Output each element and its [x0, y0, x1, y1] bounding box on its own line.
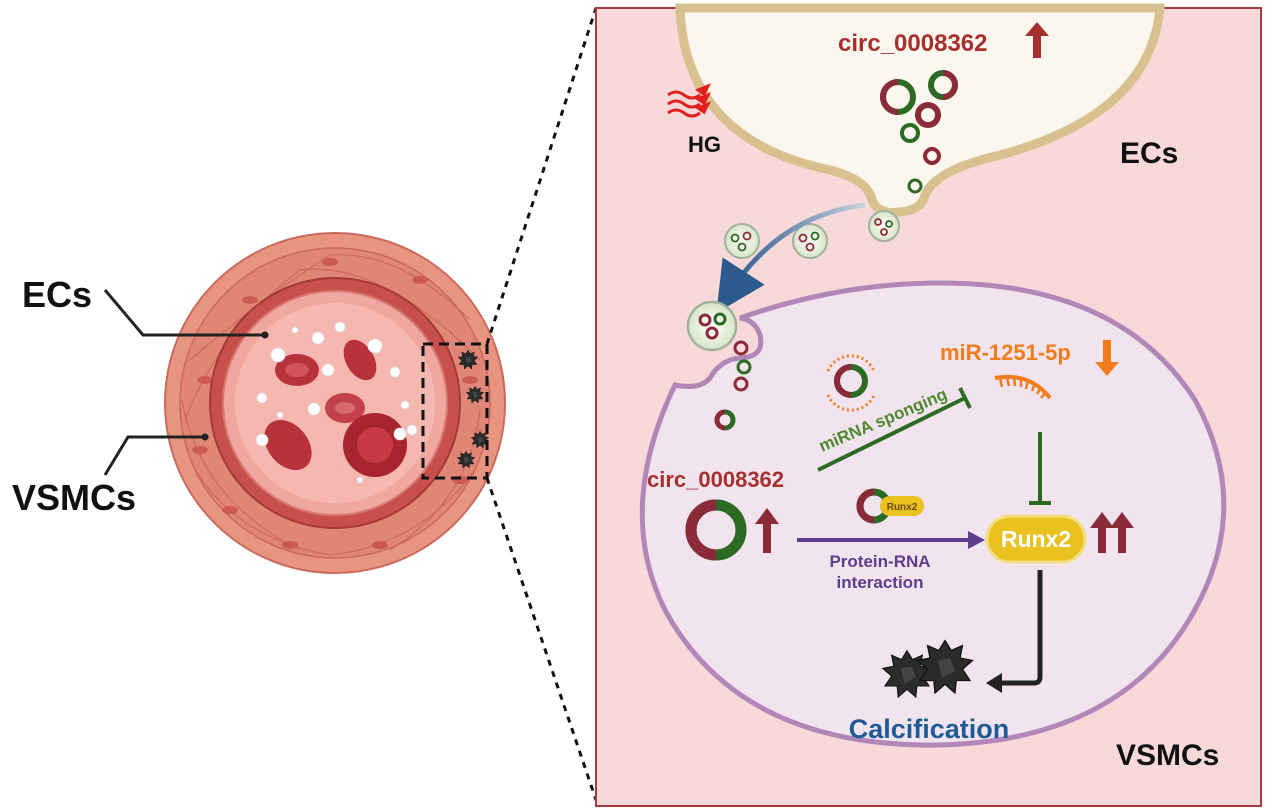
calcification-label: Calcification [849, 714, 1010, 744]
mirna-label: miR-1251-5p [940, 340, 1071, 365]
sponge-complex [826, 354, 876, 412]
sponging-inhibition [817, 396, 966, 472]
up-arrow-icon [1025, 22, 1049, 58]
circrna-large [685, 499, 747, 561]
runx2-box [985, 514, 1087, 564]
detail-panel: ECs HG circ_0008362 [595, 3, 1262, 807]
zoom-line-bottom [485, 477, 598, 801]
down-arrow-icon [1095, 340, 1119, 376]
ecs-pointer [103, 289, 265, 337]
runx2-tag: Runx2 [887, 502, 918, 513]
vsmcs-label: VSMCs [1116, 739, 1219, 772]
runx2-label: Runx2 [1001, 526, 1071, 552]
up-arrow-icon [755, 508, 779, 553]
vsmcs-label-left: VSMCs [12, 477, 136, 518]
transfer-arrow [716, 202, 866, 313]
circrna-cluster-ec [880, 70, 958, 194]
circ-top-label: circ_0008362 [838, 30, 987, 57]
calcification-arrow [1000, 570, 1043, 686]
circ-runx2-complex: Runx2 [856, 488, 924, 524]
interaction-label-1: Protein-RNA [829, 552, 930, 571]
exosome-icon [724, 210, 900, 259]
ecs-label: ECs [1120, 137, 1178, 170]
mirna-strand [994, 374, 1052, 400]
exosome-entering [686, 300, 738, 352]
ecs-label-left: ECs [22, 274, 92, 315]
hg-label: HG [688, 132, 721, 157]
vsmcs-pointer [103, 435, 205, 476]
vsmc-cell [639, 280, 1227, 748]
zoom-box [421, 342, 489, 480]
interaction-label-2: interaction [837, 573, 924, 592]
double-up-arrow-icon [1090, 512, 1134, 553]
heat-wave-icon [667, 83, 712, 118]
vessel-cross-section [164, 232, 506, 574]
red-blood-cells [264, 339, 407, 477]
zoom-line-top [485, 7, 598, 345]
circ-mid-label: circ_0008362 [647, 467, 784, 492]
